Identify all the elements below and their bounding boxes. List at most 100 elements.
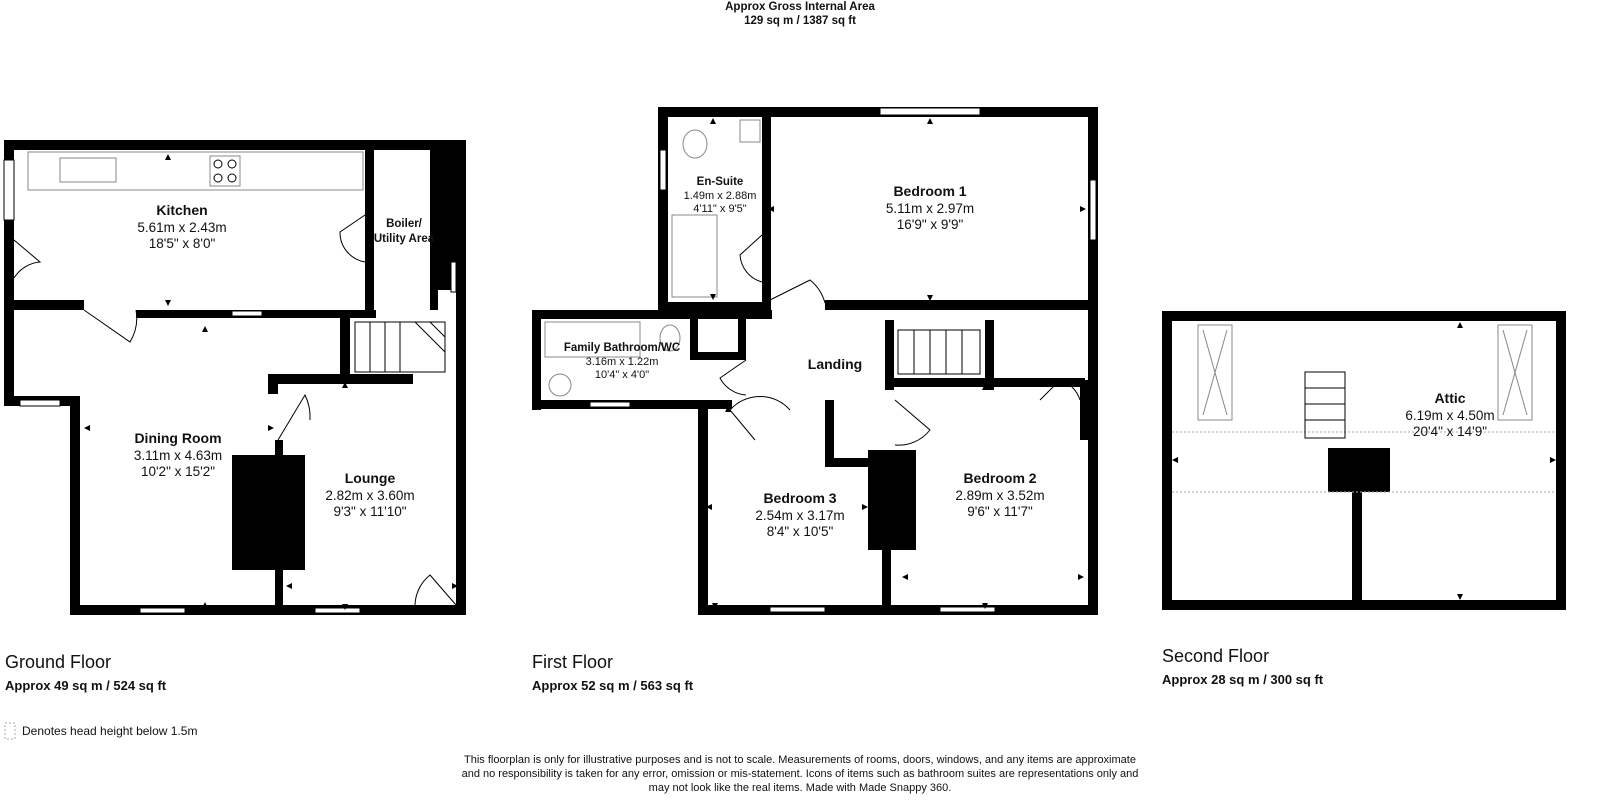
wall	[340, 318, 350, 378]
wall	[1080, 380, 1090, 440]
first-floor-title: First Floor	[532, 652, 613, 672]
loft-ladder	[1304, 371, 1346, 439]
window	[879, 107, 981, 116]
wall	[885, 320, 894, 390]
lounge-metric: 2.82m x 3.60m	[325, 488, 415, 503]
head-height-swatch	[4, 722, 16, 740]
hob-ring	[213, 159, 223, 169]
bedroom-2-metric: 2.89m x 3.52m	[955, 488, 1045, 503]
wall	[438, 150, 456, 290]
wall	[70, 605, 466, 615]
second-floor-area: Approx 28 sq m / 300 sq ft	[1162, 672, 1324, 687]
disclaimer-line-1: This floorplan is only for illustrative …	[464, 754, 1136, 766]
door-swing	[1039, 379, 1081, 401]
wall	[885, 378, 1085, 387]
wall	[268, 374, 278, 394]
wall	[4, 300, 84, 310]
door-swing	[277, 393, 311, 441]
lounge-label: Lounge	[344, 470, 396, 486]
door-swing	[414, 574, 457, 606]
wall	[1352, 490, 1362, 605]
door-swing	[729, 396, 791, 441]
toilet-icon	[682, 129, 708, 159]
gross-area-title: Approx Gross Internal Area	[725, 1, 875, 13]
kitchen-imperial: 18'5" x 8'0"	[148, 236, 216, 251]
door-swing	[83, 309, 138, 343]
wall	[4, 300, 14, 400]
bath-icon	[544, 321, 641, 358]
window	[939, 606, 996, 613]
wall	[1162, 600, 1566, 610]
attic-imperial: 20'4" x 14'9"	[1412, 424, 1488, 439]
wall	[762, 117, 771, 312]
en-suite-label: En-Suite	[696, 176, 744, 188]
attic-metric: 6.19m x 4.50m	[1405, 408, 1495, 423]
first-floor-plan	[532, 107, 1098, 615]
family-bathroom-imperial: 10'4" x 4'0"	[594, 369, 650, 381]
legend-text: Denotes head height below 1.5m	[22, 724, 198, 738]
wall	[4, 140, 14, 310]
dining-room-metric: 3.11m x 4.63m	[133, 448, 223, 463]
wall	[698, 605, 1098, 615]
wall	[430, 150, 438, 310]
wall	[668, 302, 762, 312]
window	[139, 607, 186, 614]
wall	[532, 400, 732, 409]
window	[314, 607, 361, 614]
bedroom-3-metric: 2.54m x 3.17m	[755, 508, 845, 523]
second-floor-title: Second Floor	[1162, 646, 1270, 666]
wall	[70, 396, 80, 615]
wall	[658, 107, 1098, 117]
wall	[365, 150, 374, 310]
boiler-label-line1: Boiler/	[386, 218, 422, 230]
ground-floor-area: Approx 49 sq m / 524 sq ft	[5, 678, 167, 693]
door-swing	[13, 239, 42, 279]
window	[769, 606, 826, 613]
chimney-breast	[868, 450, 916, 550]
en-suite-imperial: 4'11" x 9'5"	[693, 203, 747, 215]
hob-icon	[209, 155, 241, 187]
chimney-stack	[1328, 448, 1390, 492]
roof-window	[1497, 324, 1533, 421]
disclaimer-line-2: and no responsibility is taken for any e…	[461, 768, 1139, 780]
wall	[268, 374, 413, 384]
wall	[1556, 311, 1566, 610]
wall	[825, 458, 890, 467]
wall	[658, 107, 668, 312]
disclaimer-line-3: may not look like the real items. Made w…	[648, 782, 952, 794]
window	[3, 159, 15, 221]
door-swing	[894, 399, 931, 446]
window	[231, 310, 263, 317]
en-suite-metric: 1.49m x 2.88m	[683, 190, 757, 202]
landing-label: Landing	[807, 356, 863, 372]
window	[19, 399, 61, 407]
bedroom-1-metric: 5.11m x 2.97m	[885, 201, 975, 216]
sink-icon	[59, 157, 117, 183]
door-swing	[739, 234, 763, 283]
window	[659, 149, 667, 191]
bedroom-3-imperial: 8'4" x 10'5"	[766, 524, 834, 539]
wall	[825, 300, 1098, 310]
window	[450, 261, 457, 293]
ground-floor-plan	[3, 140, 466, 615]
toilet-icon	[659, 324, 681, 352]
window	[589, 401, 631, 408]
gross-area-value: 129 sq m / 1387 sq ft	[744, 15, 856, 27]
door-swing	[769, 279, 826, 304]
wall	[1088, 107, 1098, 615]
staircase	[897, 329, 981, 375]
bedroom-1-label: Bedroom 1	[893, 183, 967, 199]
dining-room-label: Dining Room	[134, 430, 222, 446]
door-swing	[339, 214, 366, 263]
bedroom-3-label: Bedroom 3	[763, 490, 837, 506]
kitchen-label: Kitchen	[156, 202, 208, 218]
wall	[698, 400, 708, 615]
bedroom-2-label: Bedroom 2	[963, 470, 1037, 486]
family-bathroom-label: Family Bathroom/WC	[563, 342, 681, 354]
window	[1089, 179, 1097, 241]
hob-ring	[227, 173, 237, 183]
wall	[532, 310, 772, 319]
roof-window	[1197, 324, 1233, 421]
chimney-breast	[232, 455, 305, 570]
